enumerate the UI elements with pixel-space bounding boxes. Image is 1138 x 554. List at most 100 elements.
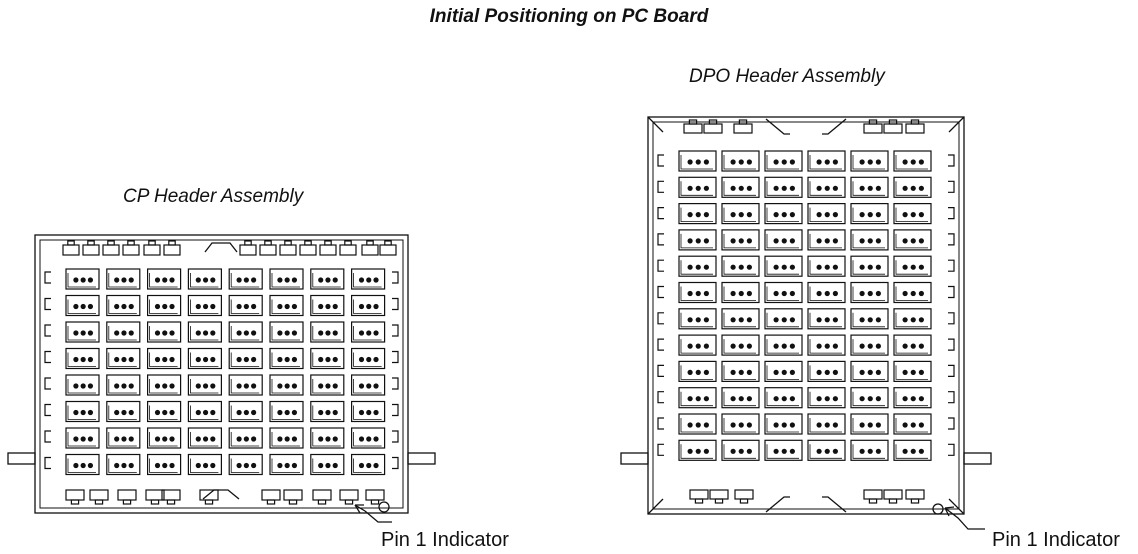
cp-contact-cell: [147, 400, 182, 423]
page-title: Initial Positioning on PC Board: [429, 6, 709, 27]
dpo-contact-cell: [807, 387, 846, 409]
cp-side-notch: [392, 271, 399, 284]
cp-contact-cell: [187, 453, 222, 476]
cp-right-tab: [407, 452, 436, 465]
dpo-contact-cell: [850, 308, 889, 330]
dpo-contact-cell: [721, 334, 760, 356]
cp-contact-cell: [228, 400, 263, 423]
cp-top-latch: [319, 240, 337, 256]
cp-top-latch: [102, 240, 120, 256]
cp-top-latch: [361, 240, 379, 256]
cp-contact-cell: [65, 268, 100, 290]
cp-bottom-latch: [261, 489, 281, 505]
cp-contact-cell: [269, 294, 304, 317]
dpo-side-notch: [657, 391, 664, 404]
dpo-contact-cell: [807, 360, 846, 382]
cp-contact-cell: [65, 453, 100, 476]
cp-contact-cell: [351, 347, 386, 370]
dpo-side-notch: [948, 364, 955, 377]
dpo-contact-cell: [721, 281, 760, 304]
dpo-contact-cell: [721, 439, 760, 461]
dpo-top-latch: [683, 119, 703, 134]
dpo-contact-cell: [893, 229, 932, 251]
cp-side-notch: [392, 377, 399, 390]
dpo-contact-cell: [678, 150, 717, 172]
dpo-contact-cell: [893, 203, 932, 225]
dpo-top-latch: [905, 119, 925, 134]
cp-contact-cell: [106, 400, 141, 423]
cp-bottom-latch: [65, 489, 85, 505]
cp-contact-cell: [269, 374, 304, 396]
cp-contact-cell: [269, 427, 304, 449]
dpo-contact-cell: [678, 229, 717, 251]
dpo-side-notch: [657, 364, 664, 377]
dpo-side-notch: [657, 312, 664, 325]
dpo-side-notch: [657, 443, 664, 456]
dpo-contact-cell: [678, 255, 717, 277]
dpo-contact-cell: [678, 308, 717, 330]
dpo-contact-cell: [807, 176, 846, 198]
cp-bottom-latch: [283, 489, 303, 505]
cp-pin1-indicator-icon: [378, 501, 390, 513]
cp-contact-cell: [310, 347, 345, 370]
dpo-contact-cell: [893, 334, 932, 356]
dpo-contact-cell: [850, 229, 889, 251]
cp-contact-cell: [228, 374, 263, 396]
cp-contact-cell: [269, 347, 304, 370]
cp-side-notch: [392, 297, 399, 311]
cp-contact-cell: [351, 400, 386, 423]
dpo-contact-cell: [721, 413, 760, 435]
dpo-contact-cell: [678, 203, 717, 225]
cp-contact-cell: [228, 321, 263, 343]
cp-contact-cell: [351, 294, 386, 317]
cp-contact-cell: [269, 268, 304, 290]
cp-contact-cell: [351, 374, 386, 396]
cp-contact-cell: [351, 321, 386, 343]
dpo-contact-cell: [764, 413, 803, 435]
dpo-contact-cell: [893, 308, 932, 330]
dpo-contact-cell: [893, 387, 932, 409]
cp-left-tab: [7, 452, 36, 465]
cp-contact-cell: [106, 347, 141, 370]
cp-bottom-latch: [339, 489, 359, 505]
dpo-contact-cell: [678, 439, 717, 461]
dpo-contact-cell: [678, 387, 717, 409]
dpo-side-notch: [657, 154, 664, 167]
dpo-contact-cell: [721, 308, 760, 330]
dpo-contact-cell: [807, 203, 846, 225]
cp-leader-arrow-icon: [354, 504, 364, 514]
cp-contact-cell: [187, 374, 222, 396]
dpo-top-latch: [883, 119, 903, 134]
cp-side-notch: [392, 430, 399, 443]
cp-header-title: CP Header Assembly: [123, 186, 304, 207]
dpo-side-notch: [948, 285, 955, 299]
dpo-top-latch: [733, 119, 753, 134]
cp-contact-cell: [106, 374, 141, 396]
cp-contact-cell: [310, 294, 345, 317]
dpo-contact-cell: [893, 150, 932, 172]
dpo-contact-cell: [807, 439, 846, 461]
cp-top-latch: [239, 240, 257, 256]
dpo-contact-cell: [850, 281, 889, 304]
cp-contact-cell: [147, 321, 182, 343]
dpo-side-notch: [948, 391, 955, 404]
cp-side-notch: [44, 456, 51, 470]
dpo-right-tab: [963, 452, 992, 465]
dpo-contact-cell: [721, 150, 760, 172]
cp-contact-cell: [147, 453, 182, 476]
dpo-top-latch: [703, 119, 723, 134]
dpo-contact-cell: [721, 360, 760, 382]
dpo-side-notch: [948, 259, 955, 272]
cp-contact-cell: [106, 321, 141, 343]
dpo-side-notch: [948, 312, 955, 325]
cp-contact-cell: [310, 453, 345, 476]
dpo-side-notch: [657, 180, 664, 193]
cp-contact-cell: [106, 427, 141, 449]
cp-bottom-latch: [199, 489, 219, 505]
cp-outer-frame: [34, 234, 409, 514]
dpo-contact-cell: [807, 334, 846, 356]
cp-side-notch: [44, 324, 51, 337]
dpo-contact-cell: [721, 255, 760, 277]
cp-contact-cell: [106, 294, 141, 317]
